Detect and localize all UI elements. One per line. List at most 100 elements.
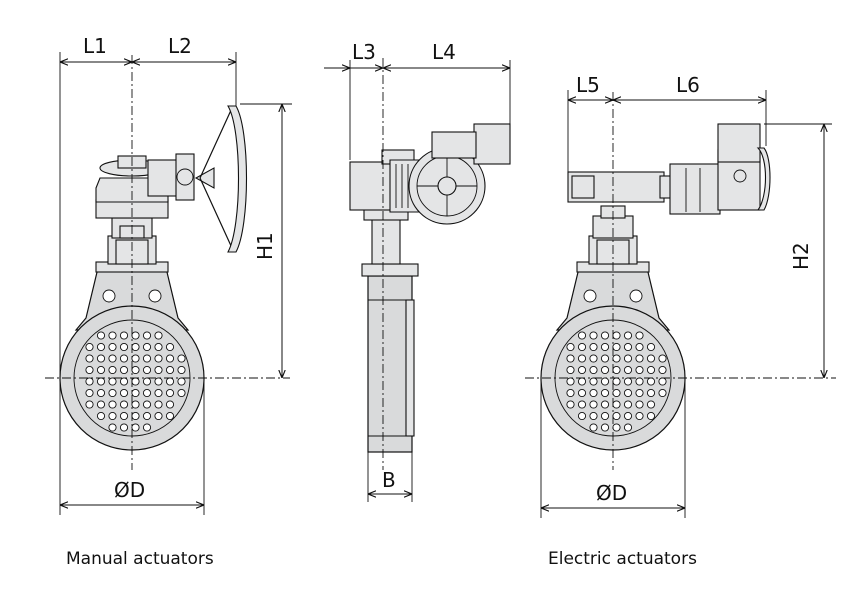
disc-hole xyxy=(131,354,140,363)
disc-hole xyxy=(96,342,106,352)
disc-hole xyxy=(177,388,186,398)
disc-hole xyxy=(96,365,106,375)
caption-manual: Manual actuators xyxy=(66,549,214,569)
disc-hole xyxy=(131,331,140,340)
disc-hole xyxy=(119,377,129,386)
dim-label-h2: H2 xyxy=(789,242,813,270)
disc-hole xyxy=(154,342,163,352)
dim-label-b: B xyxy=(382,468,396,492)
disc-hole xyxy=(658,365,667,375)
disc-hole xyxy=(658,388,667,398)
disc-hole xyxy=(646,365,656,375)
dim-label-d-right: ØD xyxy=(596,481,627,505)
disc-hole xyxy=(119,400,129,409)
gearbox-left xyxy=(95,153,195,219)
disc-hole xyxy=(646,377,656,386)
disc-hole xyxy=(600,331,610,340)
disc-hole xyxy=(165,377,175,386)
dim-label-l4: L4 xyxy=(432,40,456,64)
disc-hole xyxy=(119,423,129,432)
disc-hole xyxy=(142,354,152,363)
disc-hole xyxy=(96,354,106,363)
disc-hole xyxy=(635,411,644,421)
disc-hole xyxy=(589,388,598,398)
disc-hole xyxy=(635,377,644,386)
dimension-d-right: ØD xyxy=(540,378,686,518)
disc-hole xyxy=(142,342,152,352)
disc-hole xyxy=(600,411,610,421)
dimension-b: B xyxy=(367,452,413,502)
disc-hole xyxy=(142,365,152,375)
dimension-d-left: ØD xyxy=(60,378,205,515)
disc-hole xyxy=(612,377,621,386)
disc-hole xyxy=(612,342,621,352)
disc-hole xyxy=(108,377,117,386)
disc-hole xyxy=(635,331,644,340)
disc-hole xyxy=(600,342,610,352)
disc-hole xyxy=(85,365,94,375)
disc-hole xyxy=(131,365,140,375)
disc-hole xyxy=(623,411,633,421)
disc-hole xyxy=(119,388,129,398)
disc-hole xyxy=(177,377,186,386)
disc-hole xyxy=(142,331,152,340)
disc-hole xyxy=(566,400,575,409)
disc-hole xyxy=(85,342,94,352)
dim-label-d-left: ØD xyxy=(114,478,145,502)
disc-hole xyxy=(577,411,587,421)
disc-hole xyxy=(566,388,575,398)
disc-hole xyxy=(108,423,117,432)
disc-hole xyxy=(165,354,175,363)
caption-electric: Electric actuators xyxy=(548,549,697,569)
disc-hole xyxy=(154,331,163,340)
disc-hole xyxy=(165,365,175,375)
disc-hole xyxy=(96,400,106,409)
disc-hole xyxy=(623,342,633,352)
disc-hole xyxy=(589,331,598,340)
dimension-l1-l2: L1 L2 xyxy=(59,34,237,515)
disc-hole xyxy=(165,400,175,409)
perforated-disc-left xyxy=(85,331,186,432)
disc-hole xyxy=(612,411,621,421)
disc-hole xyxy=(131,377,140,386)
disc-hole xyxy=(623,388,633,398)
disc-hole xyxy=(85,388,94,398)
disc-hole xyxy=(623,377,633,386)
disc-hole xyxy=(612,354,621,363)
dim-label-l1: L1 xyxy=(83,34,107,58)
dimension-h2: H2 xyxy=(764,123,832,378)
disc-hole xyxy=(635,354,644,363)
disc-hole xyxy=(646,354,656,363)
disc-hole xyxy=(589,377,598,386)
disc-hole xyxy=(600,388,610,398)
disc-hole xyxy=(108,388,117,398)
disc-hole xyxy=(131,411,140,421)
disc-hole xyxy=(96,331,106,340)
side-view: L3 L4 B xyxy=(324,40,511,502)
disc-hole xyxy=(131,400,140,409)
disc-hole xyxy=(635,400,644,409)
disc-hole xyxy=(177,365,186,375)
dim-label-h1: H1 xyxy=(253,232,277,260)
valve-body-side xyxy=(361,207,419,453)
disc-hole xyxy=(623,423,633,432)
disc-hole xyxy=(600,365,610,375)
disc-hole xyxy=(119,354,129,363)
disc-hole xyxy=(119,365,129,375)
disc-hole xyxy=(142,423,152,432)
disc-hole xyxy=(589,354,598,363)
disc-hole xyxy=(85,354,94,363)
disc-hole xyxy=(589,423,598,432)
dim-label-l2: L2 xyxy=(168,34,192,58)
disc-hole xyxy=(623,365,633,375)
handwheel-side xyxy=(408,123,511,225)
disc-hole xyxy=(566,377,575,386)
perforated-disc-right xyxy=(566,331,667,432)
disc-hole xyxy=(577,377,587,386)
disc-hole xyxy=(96,388,106,398)
disc-hole xyxy=(646,400,656,409)
disc-hole xyxy=(154,411,163,421)
disc-hole xyxy=(646,388,656,398)
dimension-h1: H1 xyxy=(240,103,292,378)
disc-hole xyxy=(119,411,129,421)
